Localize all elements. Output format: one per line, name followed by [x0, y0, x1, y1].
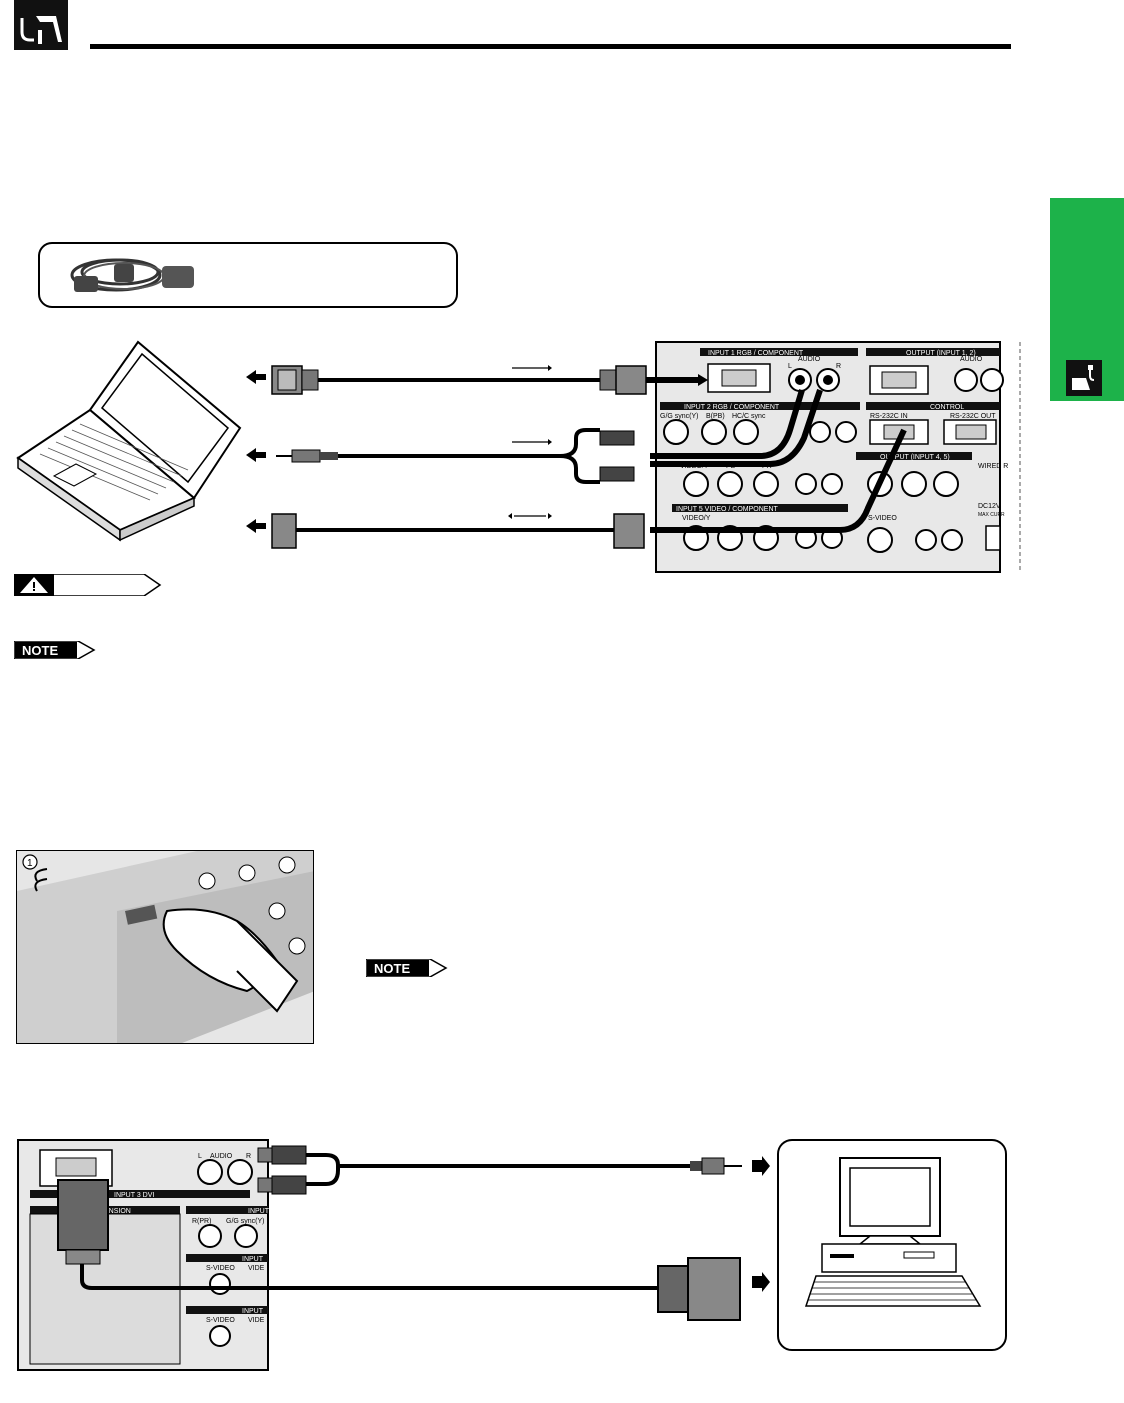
audio-cable: [276, 428, 635, 484]
input2-label: INPUT 2 RGB / COMPONENT: [684, 404, 780, 411]
photo-step-number: 1: [27, 858, 33, 869]
audio-label-2: AUDIO: [960, 356, 983, 363]
l-label-1: L: [788, 363, 792, 370]
section-plug-icon: [14, 0, 68, 50]
note-tag-2: NOTE: [365, 958, 450, 982]
supplied-cable-box: [38, 242, 458, 308]
input45-label: OUTPUT (INPUT 4, 5): [880, 454, 950, 461]
svideo-label-3: S-VIDEO: [206, 1317, 235, 1324]
output-label: OUTPUT (INPUT 1, 2): [906, 350, 976, 357]
computer-arrows: [752, 1156, 770, 1292]
note-label-1: NOTE: [22, 643, 58, 658]
dc12v-label: DC12V: [978, 503, 1001, 510]
gsync2-label: G/G sync(Y): [226, 1218, 265, 1225]
dvi-r-label: R: [246, 1153, 251, 1160]
dvi-l-label: L: [198, 1153, 202, 1160]
dvi-plug: [57, 1179, 109, 1280]
svideo-label-2: S-VIDEO: [206, 1265, 235, 1272]
video-y-label-2: VIDEO/Y: [682, 515, 711, 522]
input-label-a: INPUT: [248, 1208, 270, 1215]
video-label-3: VIDE: [248, 1317, 265, 1324]
bpb-label: B(PB): [706, 413, 725, 420]
caution-tag: [13, 573, 162, 597]
rgb-cable: [271, 365, 647, 395]
projector-rear-panel: INPUT 1 RGB / COMPONENT OUTPUT (INPUT 1,…: [655, 341, 1021, 573]
hcsync-label: HC/C sync: [732, 413, 766, 420]
header-rule: [90, 44, 1011, 49]
laptop-arrows: [246, 370, 266, 533]
dvi-connection-diagram: L AUDIO R INPUT 3 DVI ANSION INPUT R(PR)…: [17, 1139, 1007, 1371]
laptop-illustration: [16, 340, 242, 542]
note-tag-1: NOTE: [13, 640, 98, 664]
rs232c-cable: [271, 513, 645, 549]
input3-dvi-label: INPUT 3 DVI: [114, 1192, 154, 1199]
rpr-label: R(PR): [192, 1218, 211, 1225]
input-label-c: INPUT: [242, 1308, 264, 1315]
dvi-rear-panel: L AUDIO R INPUT 3 DVI ANSION INPUT R(PR)…: [17, 1139, 270, 1371]
input5-label: INPUT 5 VIDEO / COMPONENT: [676, 506, 778, 513]
coiled-cable-illustration: [70, 258, 194, 292]
gsync-label: G/G sync(Y): [660, 413, 699, 420]
rs232c-in-label: RS-232C IN: [870, 413, 908, 420]
input1-label: INPUT 1 RGB / COMPONENT: [708, 350, 804, 357]
input-label-b: INPUT: [242, 1256, 264, 1263]
desktop-computer: [777, 1139, 1007, 1351]
dvi-audio-label: AUDIO: [210, 1153, 233, 1160]
panel-cable-routes: [646, 377, 907, 533]
expansion-label: ANSION: [104, 1208, 131, 1215]
audio-label-1: AUDIO: [798, 356, 821, 363]
video-label-2: VIDE: [248, 1265, 265, 1272]
note-label-2: NOTE: [374, 961, 410, 976]
dvi-rgb-cable: [80, 1257, 741, 1321]
computer-connection-diagram: INPUT 1 RGB / COMPONENT OUTPUT (INPUT 1,…: [16, 340, 1021, 573]
maxcurr-label: MAX CURR: [978, 512, 1005, 518]
wired-label: WIRED R: [978, 463, 1008, 470]
r-label-1: R: [836, 363, 841, 370]
audio-plugs: [257, 1145, 742, 1195]
rs232c-out-label: RS-232C OUT: [950, 413, 996, 420]
side-tab-plug-icon: [1066, 360, 1102, 396]
connection-photo: 1: [16, 850, 314, 1044]
svideo-label: S-VIDEO: [868, 515, 897, 522]
control-label: CONTROL: [930, 404, 964, 411]
